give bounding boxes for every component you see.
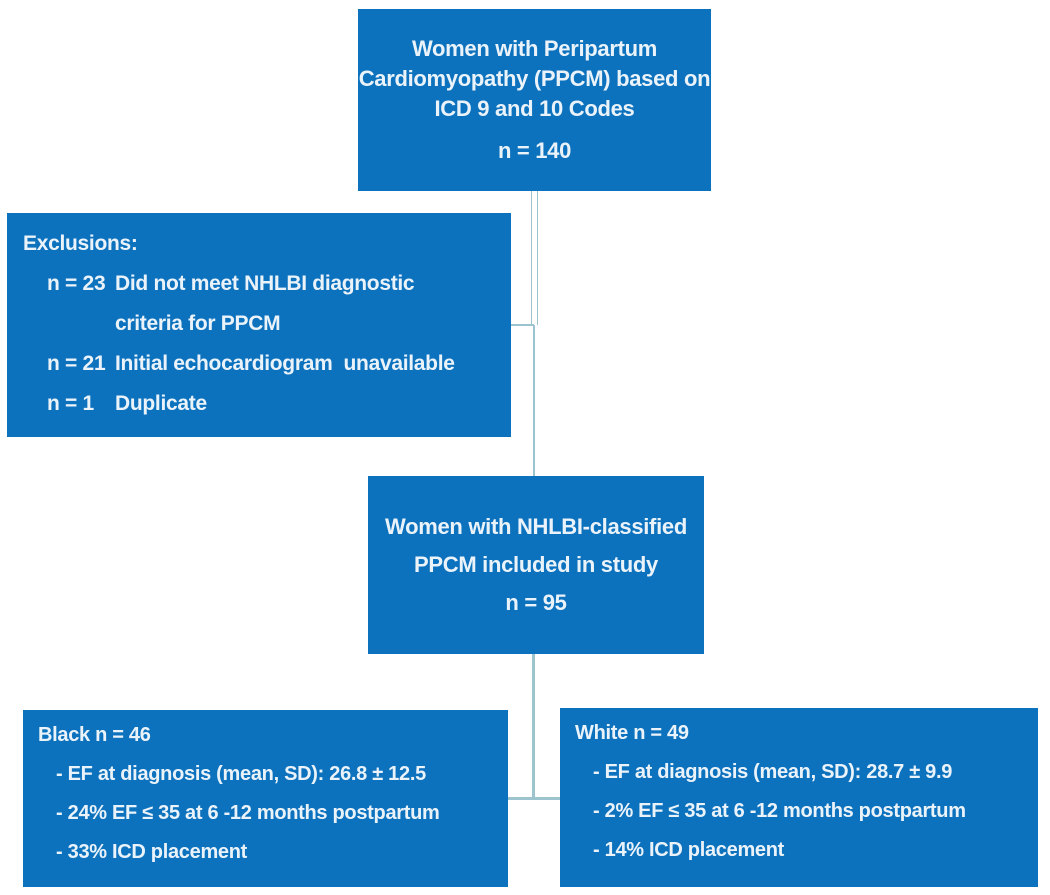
- exclusion-reason: Duplicate: [115, 392, 207, 415]
- exclusion-count: n = 23: [47, 272, 106, 295]
- white-cohort-title: White n = 49: [575, 722, 689, 744]
- exclusion-reason: Did not meet NHLBI diagnostic: [115, 272, 415, 295]
- ppcm-total-title-line2: Cardiomyopathy (PPCM) based on: [358, 66, 711, 91]
- ppcm-total-title-line3: ICD 9 and 10 Codes: [434, 96, 635, 121]
- exclusion-count: n = 1: [47, 392, 94, 415]
- exclusion-reason-continued: criteria for PPCM: [115, 312, 281, 335]
- box-white-cohort: White n = 49 - EF at diagnosis (mean, SD…: [560, 708, 1038, 887]
- connector-top-double-vertical-line: [531, 191, 538, 325]
- box-ppcm-total: Women with Peripartum Cardiomyopathy (PP…: [358, 9, 711, 191]
- white-cohort-ef-postpartum: - 2% EF ≤ 35 at 6 -12 months postpartum: [593, 800, 966, 822]
- white-cohort-icd-placement: - 14% ICD placement: [593, 839, 785, 861]
- connector-top-to-included-vertical-line: [533, 325, 535, 476]
- exclusion-reason: Initial echocardiogram unavailable: [115, 352, 455, 375]
- connector-exclusions-horizontal-line: [509, 324, 534, 326]
- exclusion-item: n = 1 Duplicate: [47, 384, 511, 424]
- ppcm-total-count: n = 140: [497, 138, 572, 163]
- exclusions-title: Exclusions:: [23, 232, 138, 255]
- included-title-line2: PPCM included in study: [414, 552, 658, 577]
- black-cohort-icd-placement: - 33% ICD placement: [56, 841, 248, 863]
- black-cohort-title: Black n = 46: [38, 724, 151, 746]
- exclusion-count: n = 21: [47, 352, 106, 375]
- white-cohort-ef-diagnosis: - EF at diagnosis (mean, SD): 28.7 ± 9.9: [593, 761, 953, 783]
- box-included: Women with NHLBI-classified PPCM include…: [368, 476, 704, 654]
- box-exclusions: Exclusions: n = 23 Did not meet NHLBI di…: [7, 213, 511, 437]
- box-black-cohort: Black n = 46 - EF at diagnosis (mean, SD…: [23, 710, 508, 887]
- connector-included-to-split-vertical-line: [532, 654, 535, 798]
- exclusion-item: n = 23 Did not meet NHLBI diagnostic: [47, 264, 511, 304]
- black-cohort-ef-postpartum: - 24% EF ≤ 35 at 6 -12 months postpartum: [56, 802, 440, 824]
- exclusion-item: n = 21 Initial echocardiogram unavailabl…: [47, 344, 511, 384]
- ppcm-total-title-line1: Women with Peripartum: [411, 36, 658, 61]
- connector-split-horizontal-line: [508, 797, 560, 800]
- included-title-line1: Women with NHLBI-classified: [385, 514, 687, 539]
- included-count: n = 95: [505, 590, 567, 615]
- black-cohort-ef-diagnosis: - EF at diagnosis (mean, SD): 26.8 ± 12.…: [56, 763, 426, 785]
